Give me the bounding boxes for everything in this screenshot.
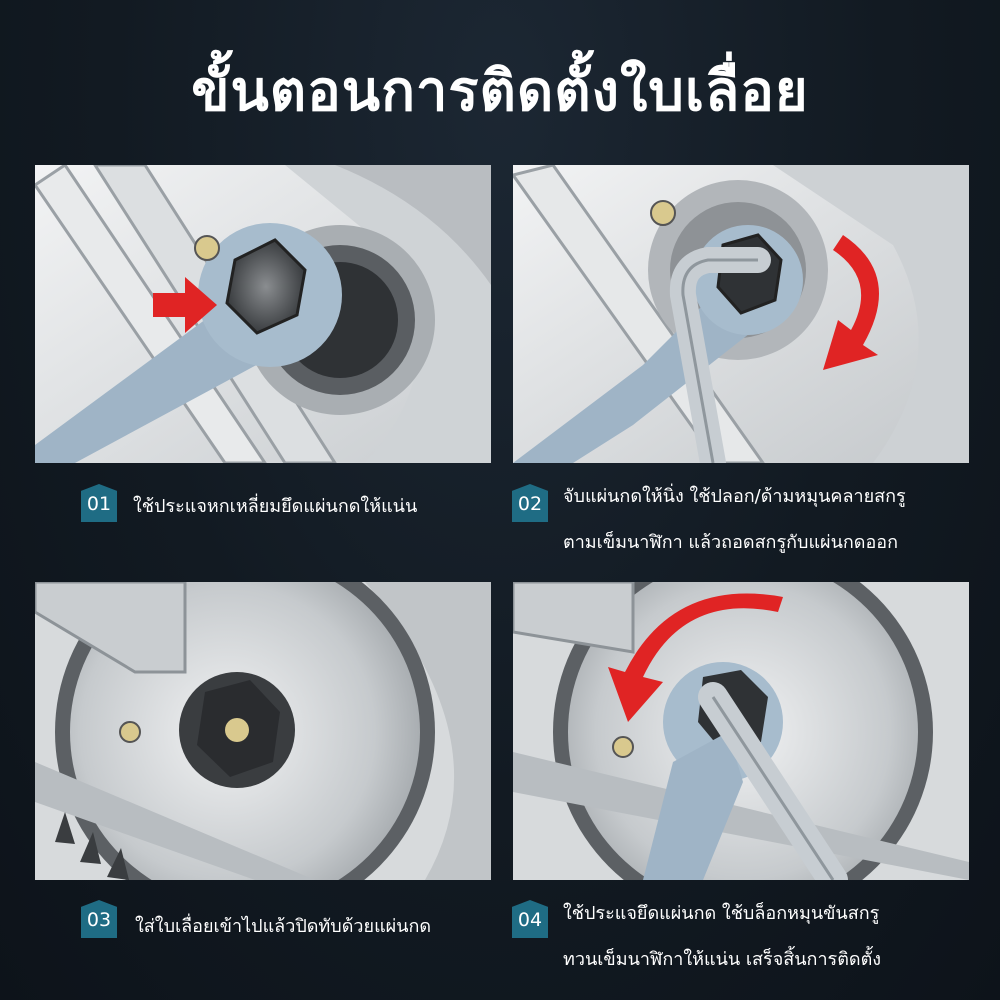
page-title: ขั้นตอนการติดตั้งใบเลื่อย — [191, 59, 809, 124]
step-1-line-1: ใช้ประแจหกเหลี่ยมยึดแผ่นกดให้แน่น — [133, 496, 418, 517]
step-3-line-1: ใส่ใบเลื่อยเข้าไปแล้วปิดทับด้วยแผ่นกด — [135, 916, 432, 937]
step-1-badge: 01 — [81, 484, 117, 522]
step-4-line-2: ทวนเข็มนาฬิกาให้แน่น เสร็จสิ้นการติดตั้ง — [563, 949, 882, 970]
step-4-image — [513, 582, 969, 880]
counterclockwise-arrow-icon — [608, 593, 783, 722]
step-3-badge: 03 — [81, 900, 117, 938]
step-3-text: ใส่ใบเลื่อยเข้าไปแล้วปิดทับด้วยแผ่นกด — [135, 904, 431, 950]
step-4-line-1: ใช้ประแจยึดแผ่นกด ใช้บล็อกหมุนขันสกรู — [563, 903, 880, 924]
step-4-text: ใช้ประแจยึดแผ่นกด ใช้บล็อกหมุนขันสกรู ทว… — [563, 891, 881, 983]
step-2-image — [513, 165, 969, 463]
step-2-badge: 02 — [512, 484, 548, 522]
step-2-line-1: จับแผ่นกดให้นิ่ง ใช้ปลอก/ด้ามหมุนคลายสกร… — [563, 486, 906, 507]
step-1-image — [35, 165, 491, 463]
step-2-line-2: ตามเข็มนาฬิกา แล้วถอดสกรูกับแผ่นกดออก — [563, 532, 899, 553]
step-3-image — [35, 582, 491, 880]
step-2-text: จับแผ่นกดให้นิ่ง ใช้ปลอก/ด้ามหมุนคลายสกร… — [563, 474, 906, 566]
red-arrow-icon — [153, 277, 217, 333]
step-4-badge: 04 — [512, 900, 548, 938]
clockwise-arrow-icon — [823, 235, 879, 370]
step-1-text: ใช้ประแจหกเหลี่ยมยึดแผ่นกดให้แน่น — [133, 484, 417, 530]
